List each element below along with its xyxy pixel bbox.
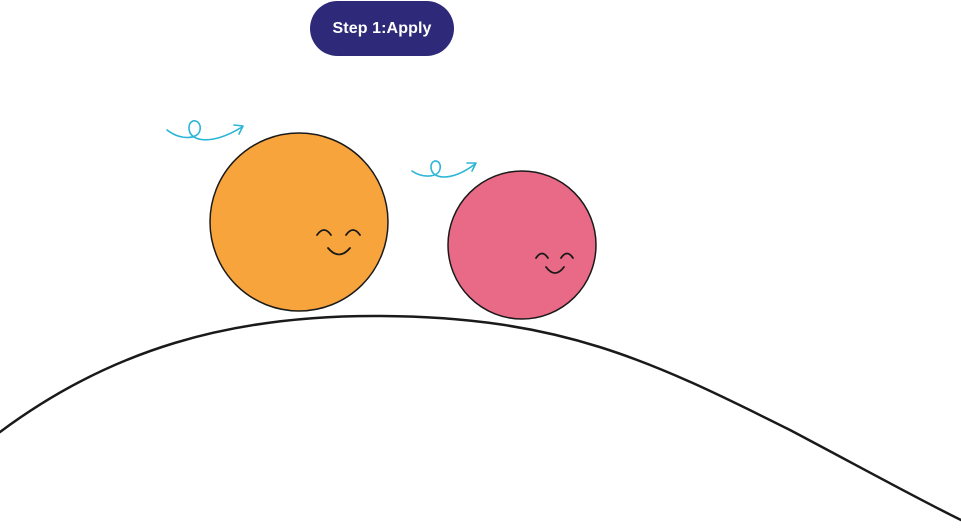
step-apply-button[interactable]: Step 1:Apply: [310, 1, 454, 56]
orange-smiling-ball-icon: [209, 132, 389, 312]
pink-smiling-ball-icon: [447, 170, 597, 320]
motion-swirl-arrow-icon-2: [411, 160, 477, 178]
motion-swirl-arrow-icon: [166, 120, 244, 141]
hill-curve: [0, 314, 961, 522]
